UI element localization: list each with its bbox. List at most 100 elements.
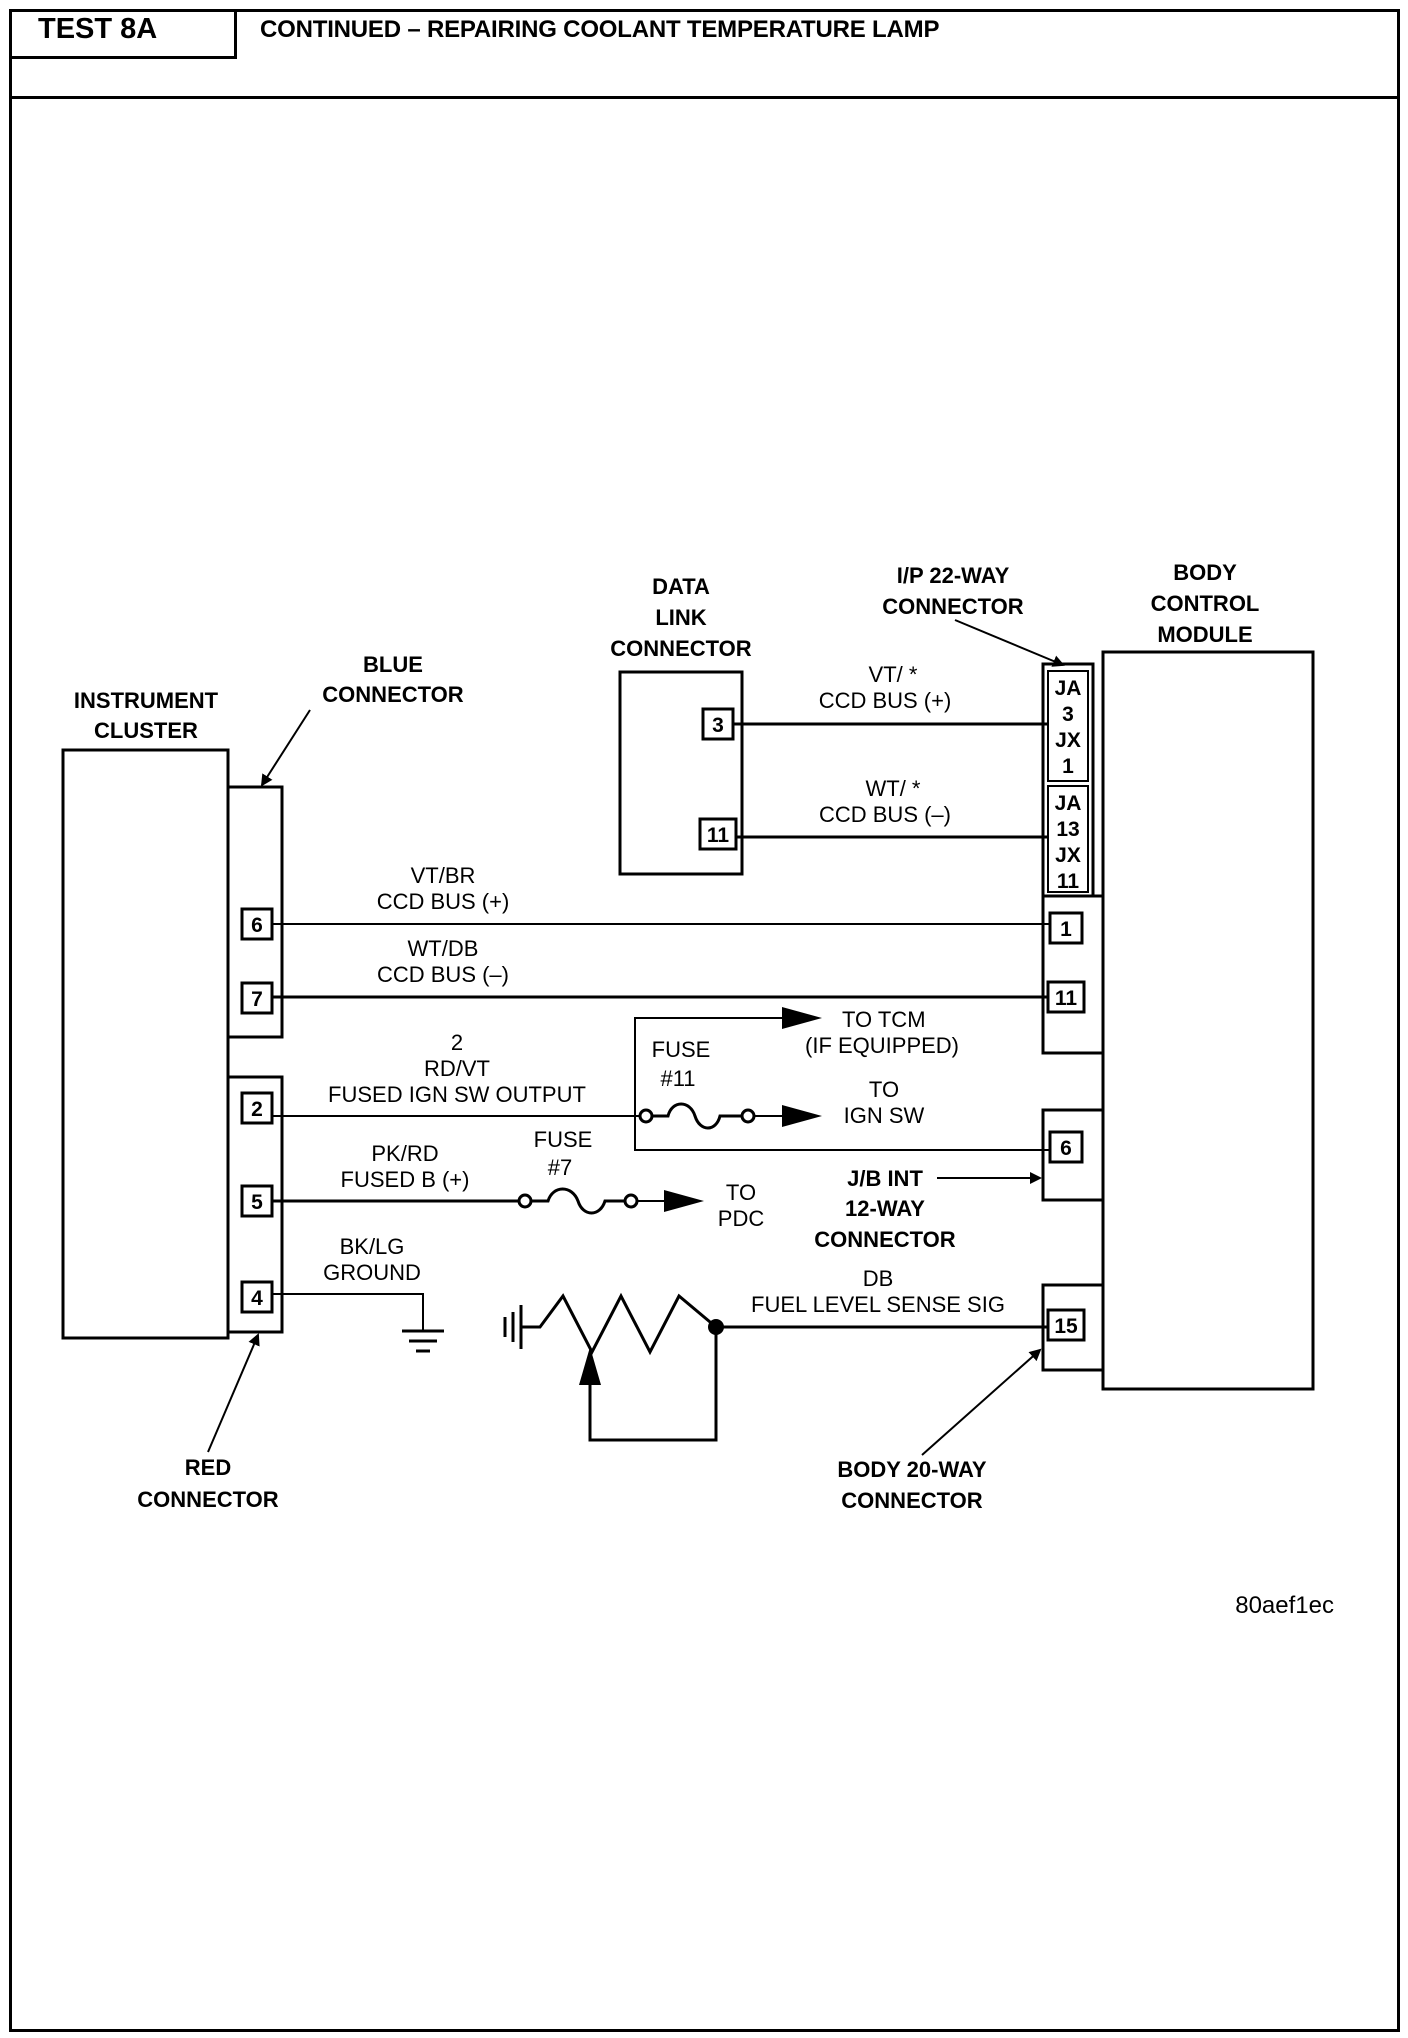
blue-connector-label-2: CONNECTOR [322,682,463,707]
ip-22way-label-1: I/P 22-WAY [897,563,1010,588]
fuse-11-label-1: FUSE [652,1037,711,1062]
figure-code: 80aef1ec [1235,1592,1334,1619]
cluster-pin-4-box [240,1280,274,1314]
to-pdc-arrow [664,1190,704,1212]
ip-pin-lower-box [1047,785,1089,893]
to-ign-sw-label-2: IGN SW [844,1103,925,1128]
wire-ground-color: BK/LG [340,1234,405,1259]
wire-dlc-bus-minus-color: WT/ * [866,776,921,801]
blue-connector-box [226,785,284,1039]
bcm-pin-15: 15 [1054,1315,1078,1338]
ip-pin-lower-1: JA [1055,792,1082,815]
instrument-cluster-box [61,748,230,1340]
body-20way-leader [921,1348,1042,1456]
fuse-7-label-2: #7 [548,1155,572,1180]
body-control-module-box [1101,650,1315,1391]
to-pdc-label-2: PDC [718,1206,765,1231]
bcm-pin-11: 11 [1055,987,1078,1010]
to-tcm-label-2: (IF EQUIPPED) [805,1033,959,1058]
wire-ground-circuit: GROUND [323,1260,421,1285]
bcm-pin-1-box [1048,911,1084,945]
cluster-pin-5-box [240,1184,274,1218]
cluster-pin-6-box [240,907,274,941]
ip-pin-upper-4: 1 [1062,755,1074,778]
bcm-label-3: MODULE [1157,622,1252,647]
ip-pin-lower-3: JX [1055,844,1081,867]
jb-int-label-2: 12-WAY [845,1196,925,1221]
wire-fuel-sense-circuit: FUEL LEVEL SENSE SIG [751,1292,1005,1317]
cluster-pin-2-box [240,1091,274,1125]
fuel-sender-wiper-arrow [579,1347,601,1385]
jb-int-label-1: J/B INT [847,1166,923,1191]
ip-pin-upper-box [1047,670,1089,782]
test-label-box [9,9,237,59]
wire-dlc-bus-minus-circuit: CCD BUS (–) [819,802,951,827]
ip-pin-upper-1: JA [1055,677,1082,700]
fuse-11-label-2: #11 [660,1066,695,1091]
fuse-7-terminal-left [517,1193,533,1209]
fuse-7-label-1: FUSE [534,1127,593,1152]
dlc-pin-11-box [698,817,738,851]
ip-pin-lower-4: 11 [1057,870,1080,893]
red-connector-leader [207,1333,260,1453]
red-connector-label-1: RED [185,1455,231,1480]
bcm-label-1: BODY [1173,560,1237,585]
header-divider [9,96,1400,99]
red-connector-label-2: CONNECTOR [137,1487,278,1512]
ip-22way-label-2: CONNECTOR [882,594,1023,619]
bcm-pin-6-box [1048,1130,1084,1164]
ip-22way-leader [954,619,1065,667]
cluster-pin-5: 5 [251,1191,263,1214]
to-pdc-label-1: TO [726,1180,756,1205]
bcm-pin-11-box [1046,980,1086,1014]
bcm-bus-connector-housing [1041,894,1105,1055]
fuel-sender-wiper [588,1327,718,1442]
jb-int-connector-housing [1041,1108,1105,1202]
fuse-7-element [531,1187,625,1215]
blue-connector-leader [260,709,311,787]
data-link-label-1: DATA [652,574,710,599]
wire-dlc-bus-plus-color: VT/ * [869,662,918,687]
to-tcm-arrow [782,1007,822,1029]
wire-to-tcm [634,1017,790,1116]
cluster-pin-6: 6 [251,914,263,937]
wire-cluster-bus-minus-circuit: CCD BUS (–) [377,962,509,987]
ip-pin-upper-3: JX [1055,729,1081,752]
dlc-pin-11: 11 [707,824,730,847]
to-ign-sw-arrow [782,1105,822,1127]
to-ign-sw-label-1: TO [869,1077,899,1102]
fuse-11-terminal-right [740,1108,756,1124]
data-link-label-3: CONNECTOR [610,636,751,661]
jb-int-label-3: CONNECTOR [814,1227,955,1252]
wire-fuel-sense-color: DB [863,1266,894,1291]
wire-to-jb-pin-6 [634,1116,1050,1151]
page-title: CONTINUED – REPAIRING COOLANT TEMPERATUR… [260,16,940,43]
bcm-pin-1: 1 [1060,918,1072,941]
wire-ign-output-circuit: FUSED IGN SW OUTPUT [328,1082,586,1107]
data-link-connector-box [618,670,744,876]
wire-ign-output-color: RD/VT [424,1056,490,1081]
wire-cluster-bus-minus-color: WT/DB [408,936,479,961]
wire-fused-b-circuit: FUSED B (+) [341,1167,470,1192]
ip-pin-lower-2: 13 [1056,818,1079,841]
to-tcm-label-1: TO TCM [842,1007,926,1032]
wire-ign-output-number: 2 [451,1030,463,1055]
fuse-11-terminal-left [638,1108,654,1124]
fuse-11-element [652,1102,742,1130]
wire-cluster-bus-plus-color: VT/BR [411,863,476,888]
bcm-pin-15-box [1046,1308,1086,1342]
page-frame [9,9,1400,2032]
instrument-cluster-label-1: INSTRUMENT [74,688,219,713]
wire-fused-b-color: PK/RD [371,1141,438,1166]
cluster-pin-2: 2 [251,1098,263,1121]
cluster-pin-7: 7 [251,988,263,1011]
dlc-pin-3: 3 [712,714,724,737]
body-20way-label-2: CONNECTOR [841,1488,982,1513]
blue-connector-label-1: BLUE [363,652,423,677]
fuel-sender-resistor [521,1292,717,1356]
body-20way-label-1: BODY 20-WAY [837,1457,986,1482]
fuse-7-terminal-right [623,1193,639,1209]
data-link-label-2: LINK [655,605,706,630]
